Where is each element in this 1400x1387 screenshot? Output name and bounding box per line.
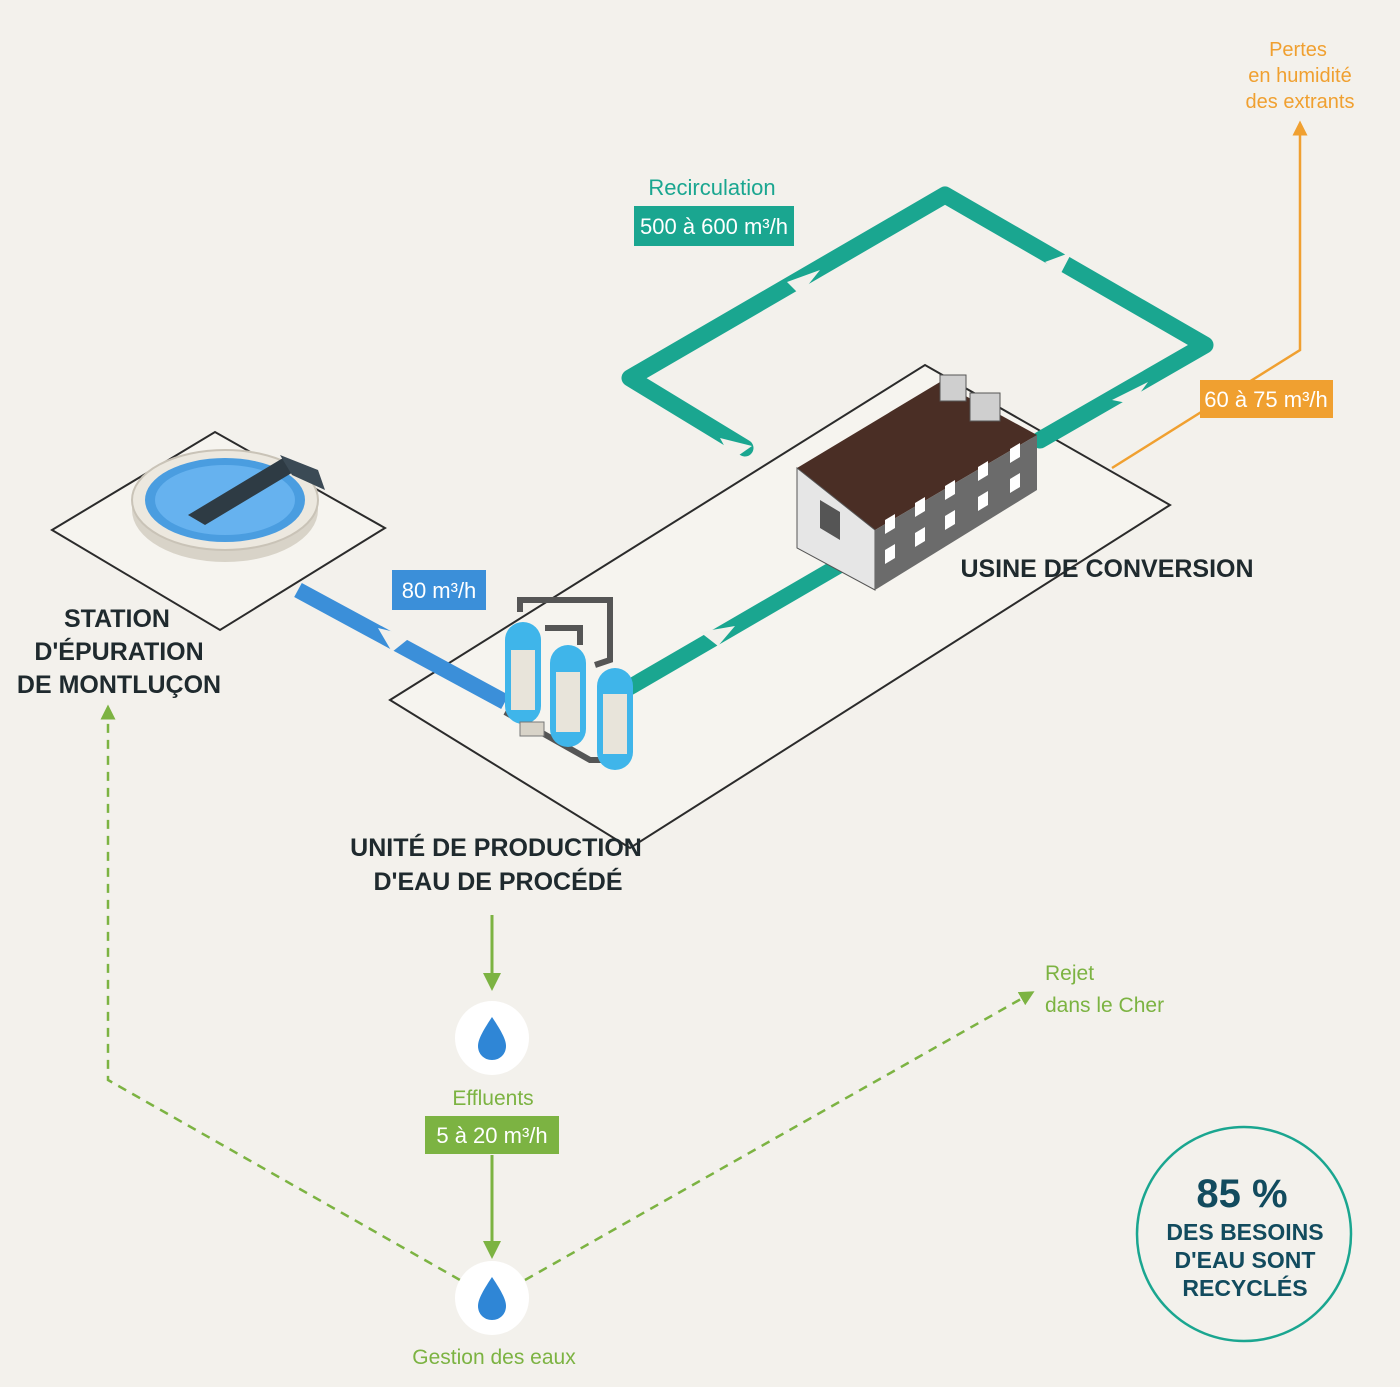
filtration-unit xyxy=(503,597,633,770)
recirculation-value: 500 à 600 m³/h xyxy=(640,214,788,239)
return-to-station-line xyxy=(100,704,461,1282)
recirculation-label: Recirculation xyxy=(648,175,775,200)
discharge-label-line2: dans le Cher xyxy=(1045,994,1164,1017)
losses-badge xyxy=(1200,380,1333,418)
unit-label-line2: D'EAU DE PROCÉDÉ xyxy=(373,867,622,896)
unit-label-line1: UNITÉ DE PRODUCTION xyxy=(350,833,642,862)
losses-line xyxy=(1111,120,1308,470)
effluents-value: 5 à 20 m³/h xyxy=(436,1123,547,1148)
factory-windows xyxy=(885,443,1020,564)
inflow-value: 80 m³/h xyxy=(402,578,477,603)
losses-label-line3: des extrants xyxy=(1246,91,1355,113)
station-label-line2: D'ÉPURATION xyxy=(34,637,203,666)
recirculation-badge xyxy=(634,206,794,246)
recycling-line3: RECYCLÉS xyxy=(1182,1274,1307,1301)
recycling-line1: DES BESOINS xyxy=(1166,1219,1323,1245)
discharge-line xyxy=(524,991,1035,1282)
station-label-line3: DE MONTLUÇON xyxy=(17,671,221,699)
effluents-badge xyxy=(425,1116,559,1154)
station-label-line1: STATION xyxy=(64,605,170,633)
water-management-drop-icon xyxy=(455,1261,529,1335)
process-water-flow xyxy=(620,558,845,697)
factory-label: USINE DE CONVERSION xyxy=(960,555,1253,583)
losses-value: 60 à 75 m³/h xyxy=(1204,387,1328,412)
losses-label-line2: en humidité xyxy=(1248,65,1351,87)
inflow-badge xyxy=(392,570,486,610)
recycling-percent: 85 % xyxy=(1196,1172,1287,1216)
losses-label-line1: Pertes xyxy=(1269,39,1327,61)
discharge-label-line1: Rejet xyxy=(1045,962,1094,985)
recirculation-arrows xyxy=(720,252,1148,460)
effluent-drop-icon xyxy=(455,1001,529,1075)
recycling-line2: D'EAU SONT xyxy=(1175,1247,1316,1273)
factory-building xyxy=(796,374,1037,591)
water-management-label: Gestion des eaux xyxy=(412,1346,576,1369)
inflow-pipe xyxy=(294,582,509,710)
effluents-label: Effluents xyxy=(452,1087,533,1110)
recycling-stat-circle xyxy=(1135,1125,1353,1343)
recirculation-loop xyxy=(621,186,1214,457)
station-platform xyxy=(50,430,387,632)
